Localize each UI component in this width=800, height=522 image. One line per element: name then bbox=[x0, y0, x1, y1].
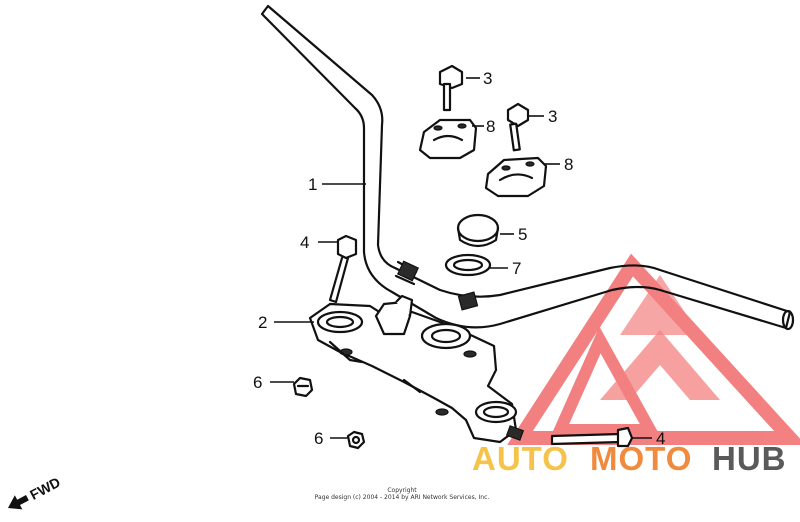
copyright-line-2: Page design (c) 2004 - 2014 by ARI Netwo… bbox=[315, 494, 490, 501]
callout-bolt-right: 3 bbox=[548, 107, 557, 126]
callout-handlebar: 1 bbox=[308, 175, 317, 194]
bolt-long-left bbox=[328, 234, 358, 304]
watermark-word-auto: AUTO bbox=[472, 440, 569, 477]
callout-nut-lower: 6 bbox=[314, 429, 323, 448]
fwd-label: FWD bbox=[27, 474, 63, 503]
callout-bolt-long-left: 4 bbox=[300, 233, 309, 252]
washer bbox=[444, 253, 492, 277]
watermark-logo bbox=[507, 253, 800, 445]
upper-bridge bbox=[308, 294, 525, 444]
watermark-text: AUTO MOTO HUB bbox=[472, 440, 787, 477]
callout-nut-upper: 6 bbox=[253, 373, 262, 392]
callout-bolt-left: 3 bbox=[483, 69, 492, 88]
callouts: 3 3 8 8 1 5 7 4 2 6 6 4 bbox=[253, 69, 665, 448]
holder-right bbox=[484, 156, 548, 198]
callout-holder-left: 8 bbox=[486, 117, 495, 136]
bolt-right bbox=[506, 102, 530, 152]
copyright-line-1: Copyright bbox=[387, 487, 417, 494]
watermark-word-moto: MOTO bbox=[590, 440, 692, 477]
fwd-indicator: FWD bbox=[8, 474, 63, 510]
callout-holder-right: 8 bbox=[564, 155, 573, 174]
bolt-long-bottom bbox=[550, 426, 634, 448]
callout-nut-cap: 5 bbox=[518, 225, 527, 244]
nut-upper bbox=[292, 376, 314, 398]
handlebar bbox=[260, 4, 795, 331]
copyright: Copyright Page design (c) 2004 - 2014 by… bbox=[315, 487, 490, 501]
nut-cap bbox=[456, 213, 500, 248]
fwd-arrow-icon bbox=[8, 495, 29, 510]
callout-washer: 7 bbox=[512, 259, 521, 278]
callout-upper-bridge: 2 bbox=[258, 313, 267, 332]
nut-lower bbox=[346, 430, 366, 450]
bolt-left bbox=[438, 64, 464, 112]
leader-lines bbox=[270, 77, 652, 439]
holder-left bbox=[418, 118, 478, 160]
watermark-word-hub: HUB bbox=[712, 440, 787, 477]
callout-bolt-long-bottom: 4 bbox=[656, 429, 665, 448]
